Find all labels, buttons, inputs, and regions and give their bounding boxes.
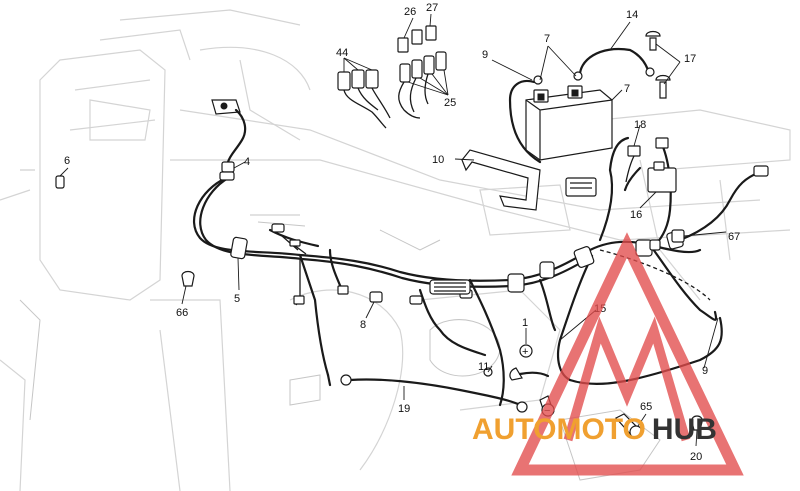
label-9-top: 9 [482, 49, 488, 61]
fuses [397, 25, 437, 53]
label-19: 19 [398, 403, 410, 415]
label-14: 14 [626, 9, 638, 21]
label-9-bottom: 9 [702, 365, 708, 377]
label-17: 17 [684, 53, 696, 65]
label-27: 27 [426, 2, 438, 14]
label-10: 10 [432, 154, 444, 166]
battery-holder-bracket [461, 149, 541, 211]
relays [625, 137, 677, 193]
fuse-holders [337, 51, 447, 129]
battery-cables [508, 30, 671, 164]
label-16: 16 [630, 209, 642, 221]
rear-wire [599, 249, 711, 301]
label-65: 65 [640, 401, 652, 413]
battery [525, 85, 613, 161]
label-7-side: 7 [624, 83, 630, 95]
ground-cable [326, 373, 528, 413]
plus-symbol: + [522, 346, 528, 358]
label-11: 11 [478, 361, 489, 373]
label-6: 6 [64, 155, 70, 167]
watermark-triangle-icon [511, 232, 744, 476]
label-7-top: 7 [544, 33, 550, 45]
terminals [483, 367, 703, 439]
label-18: 18 [634, 119, 646, 131]
label-25: 25 [444, 97, 456, 109]
label-26: 26 [404, 6, 416, 18]
label-4: 4 [244, 156, 250, 168]
watermark-m-icon [563, 316, 691, 442]
label-5: 5 [234, 293, 240, 305]
label-20: 20 [690, 451, 702, 463]
label-44: 44 [336, 47, 348, 59]
label-67: 67 [728, 231, 740, 243]
label-66: 66 [176, 307, 188, 319]
relay-bracket [211, 99, 247, 181]
leader-lines [59, 13, 727, 447]
label-1: 1 [522, 317, 528, 329]
grommets [55, 175, 195, 287]
label-8: 8 [360, 319, 366, 331]
